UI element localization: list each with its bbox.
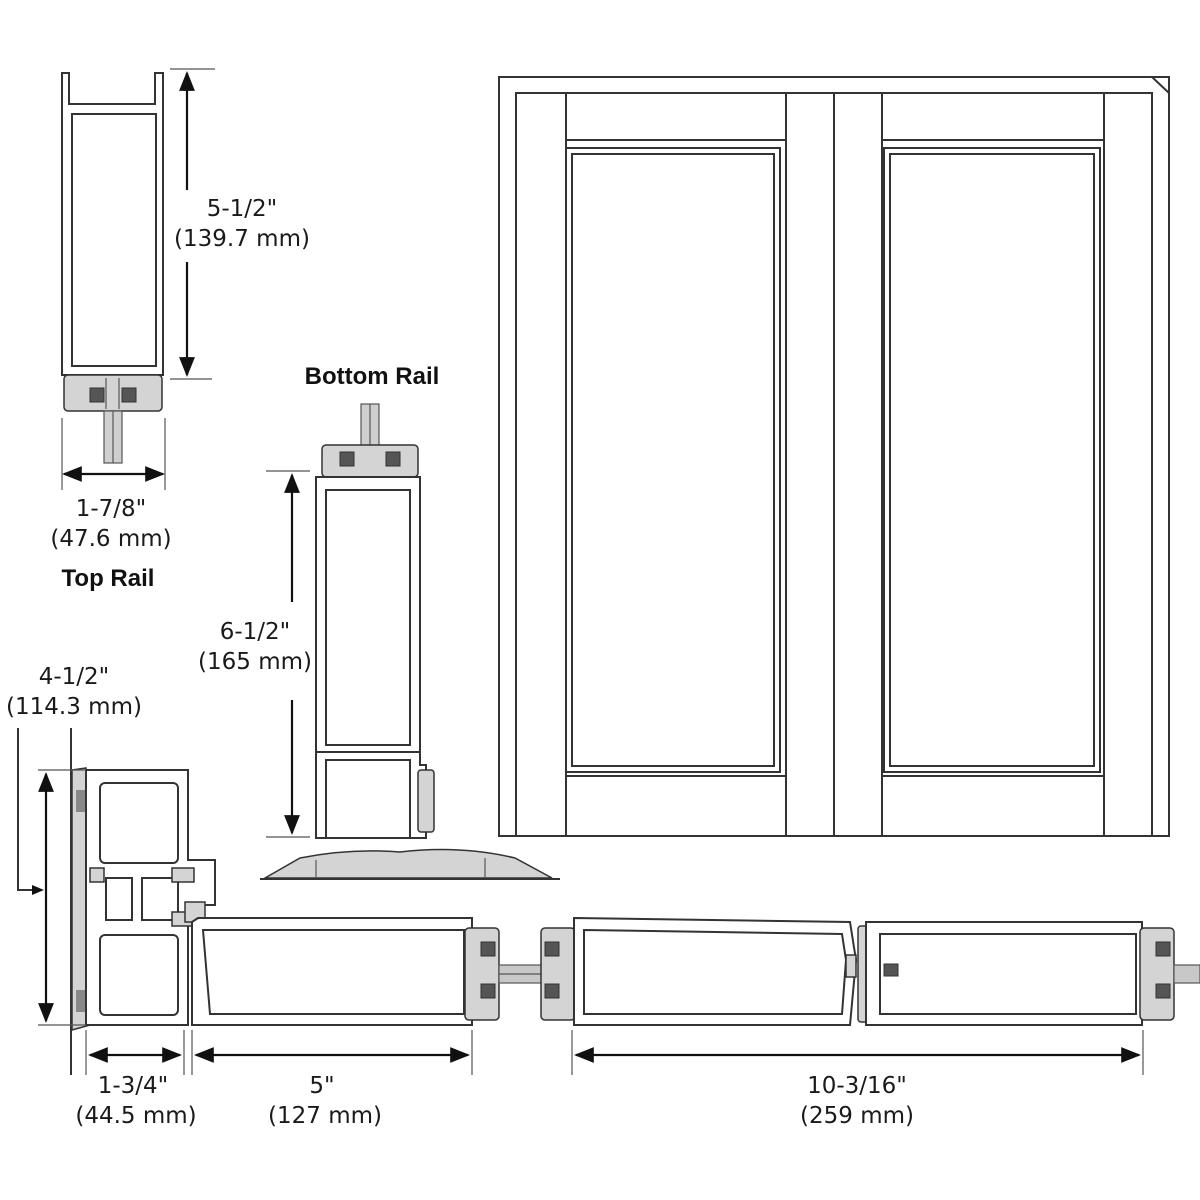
meeting-stiles-section	[540, 916, 1200, 1075]
top-rail-section	[61, 68, 215, 490]
bottom-left-dimensions	[85, 1030, 473, 1075]
bottom-rail-height-imperial: 6-1/2"	[220, 619, 291, 645]
door-elevation	[498, 76, 1170, 837]
bottom-rail-section	[260, 403, 560, 880]
bottom-rail-label: Bottom Rail	[305, 363, 440, 390]
top-rail-width-metric: (47.6 mm)	[50, 526, 171, 552]
stile-width-metric: (127 mm)	[268, 1103, 382, 1129]
meeting-stiles-width-metric: (259 mm)	[800, 1103, 914, 1129]
left-door-leaf	[515, 92, 835, 837]
jamb-section	[17, 728, 216, 1075]
stile-section	[191, 917, 544, 1026]
jamb-width-imperial: 1-3/4"	[98, 1073, 169, 1099]
top-rail-height-metric: (139.7 mm)	[174, 226, 310, 252]
top-rail-label: Top Rail	[62, 565, 155, 592]
bottom-rail-height-metric: (165 mm)	[198, 649, 312, 675]
right-door-leaf	[833, 92, 1153, 837]
top-rail-width-imperial: 1-7/8"	[76, 496, 147, 522]
jamb-depth-metric: (114.3 mm)	[6, 694, 142, 720]
jamb-depth-imperial: 4-1/2"	[39, 664, 110, 690]
meeting-stiles-width-imperial: 10-3/16"	[807, 1073, 907, 1099]
top-rail-height-imperial: 5-1/2"	[207, 196, 278, 222]
jamb-width-metric: (44.5 mm)	[75, 1103, 196, 1129]
stile-width-imperial: 5"	[309, 1073, 334, 1099]
